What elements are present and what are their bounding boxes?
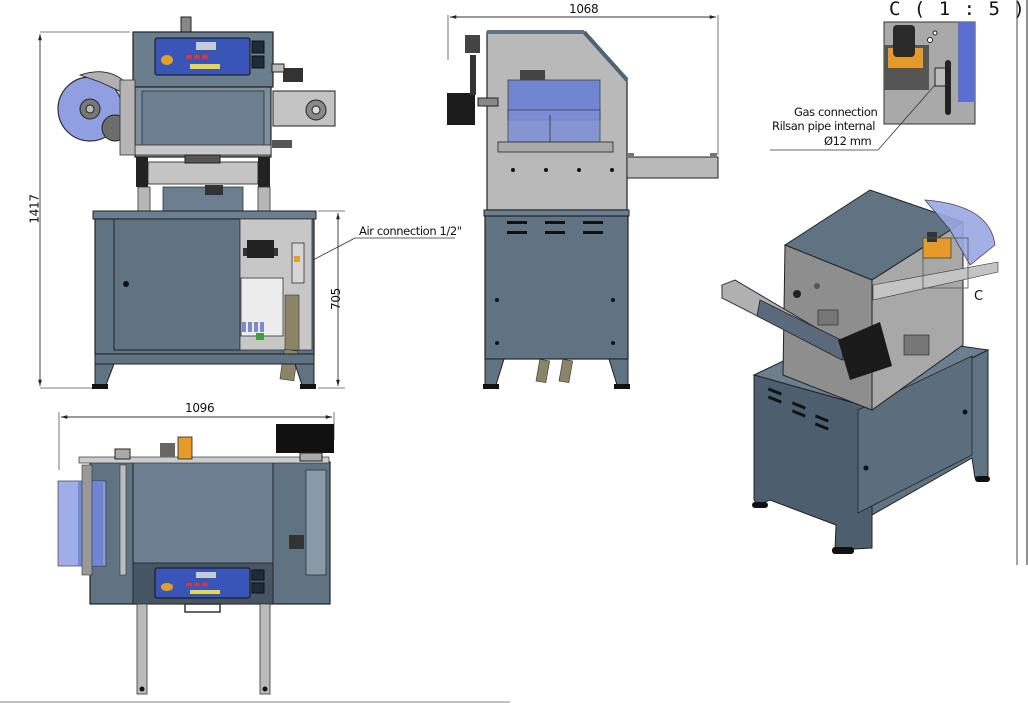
detail-marker-c: C	[974, 289, 983, 304]
callout-gas-connection-line3: Ø12 mm	[824, 134, 872, 148]
isometric-view	[721, 189, 999, 554]
front-view	[38, 16, 455, 389]
dimension-side-width: 1068	[569, 2, 599, 16]
dimension-height-cabinet: 705	[329, 287, 344, 311]
detail-c-view	[770, 21, 976, 151]
dimension-height-total: 1417	[27, 194, 42, 224]
callout-gas-connection-line2: Rilsan pipe internal	[772, 119, 876, 133]
top-view	[57, 412, 335, 695]
dimension-top-width: 1096	[185, 401, 215, 415]
detail-title: C ( 1 : 5 )	[889, 0, 1026, 20]
side-view	[447, 15, 719, 389]
callout-gas-connection-line1: Gas connection	[794, 105, 878, 119]
callout-air-connection: Air connection 1/2"	[359, 224, 462, 238]
